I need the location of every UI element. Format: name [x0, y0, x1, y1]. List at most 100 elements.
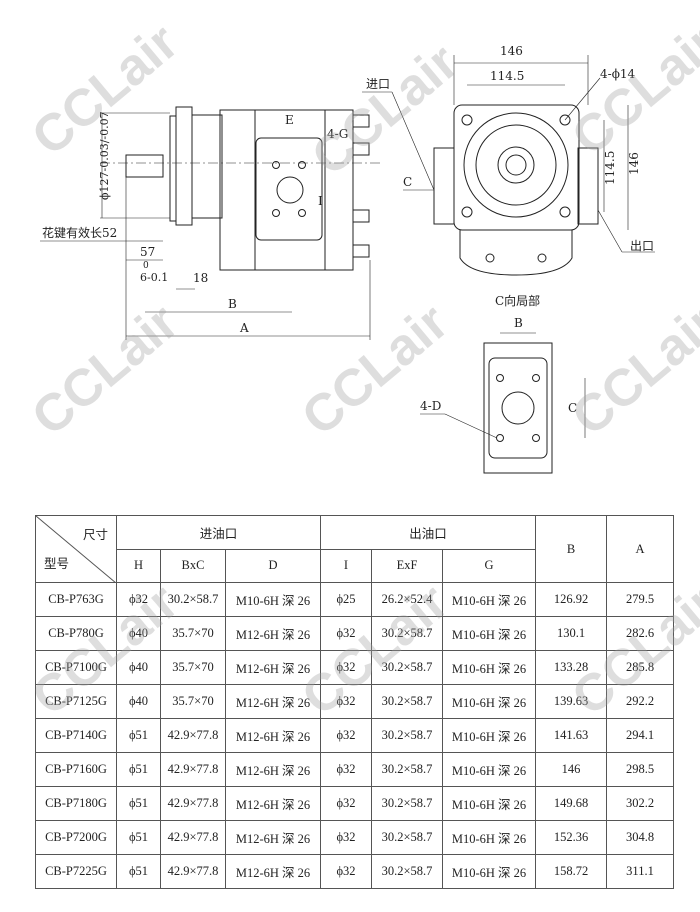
value-cell: 304.8 [606, 820, 674, 855]
dim-146-side: 146 [627, 152, 641, 175]
shaft [125, 154, 164, 178]
value-cell: M12-6H 深 26 [225, 616, 321, 651]
value-cell: 311.1 [606, 854, 674, 889]
value-cell: 139.63 [535, 684, 607, 719]
value-cell: ϕ51 [116, 820, 161, 855]
value-cell: M12-6H 深 26 [225, 786, 321, 821]
value-cell: 158.72 [535, 854, 607, 889]
value-cell: 30.2×58.7 [371, 820, 443, 855]
model-cell: CB-P7225G [35, 854, 117, 889]
value-cell: 152.36 [535, 820, 607, 855]
model-cell: CB-P7160G [35, 752, 117, 787]
detail-label-B: B [514, 316, 523, 330]
spline-length-label: 花键有效长52 [42, 225, 117, 240]
value-cell: 30.2×58.7 [371, 650, 443, 685]
value-cell: 298.5 [606, 752, 674, 787]
header-inlet: 进油口 [116, 515, 321, 550]
value-cell: 130.1 [535, 616, 607, 651]
value-cell: ϕ32 [320, 752, 372, 787]
value-cell: M12-6H 深 26 [225, 650, 321, 685]
value-cell: ϕ32 [320, 786, 372, 821]
model-cell: CB-P763G [35, 582, 117, 617]
value-cell: 302.2 [606, 786, 674, 821]
value-cell: 146 [535, 752, 607, 787]
front-flange [453, 104, 580, 231]
value-cell: 42.9×77.8 [160, 820, 226, 855]
header-A: A [606, 515, 674, 583]
value-cell: ϕ32 [320, 718, 372, 753]
detail-label-C: C [568, 401, 577, 415]
value-cell: 30.2×58.7 [371, 616, 443, 651]
spec-table: 尺寸 型号 进油口 出油口 B A H BxC D I ExF G CB-P76… [35, 515, 674, 889]
model-cell: CB-P7200G [35, 820, 117, 855]
flange [175, 106, 193, 226]
value-cell: ϕ40 [116, 684, 161, 719]
header-outlet: 出油口 [320, 515, 536, 550]
dim-114-5-side: 114.5 [603, 151, 617, 185]
port-circle [276, 176, 304, 204]
value-cell: M12-6H 深 26 [225, 684, 321, 719]
header-G: G [442, 548, 536, 583]
value-cell: 26.2×52.4 [371, 582, 443, 617]
model-cell: CB-P7100G [35, 650, 117, 685]
value-cell: 30.2×58.7 [371, 854, 443, 889]
detail-label-4D: 4-D [420, 399, 441, 413]
dim-A: A [239, 321, 249, 335]
dim-146-top: 146 [500, 44, 523, 58]
value-cell: M12-6H 深 26 [225, 820, 321, 855]
label-4G: 4-G [327, 127, 348, 141]
header-B: B [535, 515, 607, 583]
value-cell: 42.9×77.8 [160, 718, 226, 753]
spline-shaft [497, 146, 535, 184]
model-cell: CB-P780G [35, 616, 117, 651]
header-D: D [225, 548, 321, 583]
value-cell: 30.2×58.7 [371, 786, 443, 821]
outlet-label: 出口 [630, 239, 654, 253]
model-cell: CB-P7140G [35, 718, 117, 753]
header-I: I [320, 548, 372, 583]
value-cell: 30.2×58.7 [371, 718, 443, 753]
value-cell: 292.2 [606, 684, 674, 719]
value-cell: 279.5 [606, 582, 674, 617]
value-cell: ϕ32 [320, 616, 372, 651]
detail-title: C向局部 [495, 293, 540, 308]
corner-label-size: 尺寸 [82, 528, 108, 542]
value-cell: 141.63 [535, 718, 607, 753]
side-view: ϕ127-0.03/-0.07 花键有效长52 57 0 6-0.1 18 B … [40, 106, 380, 340]
value-cell: M10-6H 深 26 [442, 854, 536, 889]
value-cell: ϕ32 [320, 820, 372, 855]
value-cell: 30.2×58.7 [160, 582, 226, 617]
value-cell: M12-6H 深 26 [225, 718, 321, 753]
pump-body [219, 109, 354, 271]
value-cell: 133.28 [535, 650, 607, 685]
value-cell: ϕ32 [320, 650, 372, 685]
table-corner: 尺寸 型号 [35, 515, 117, 583]
value-cell: 30.2×58.7 [371, 684, 443, 719]
dim-6-upper: 0 [143, 261, 149, 271]
detail-body [483, 342, 553, 474]
value-cell: 35.7×70 [160, 684, 226, 719]
value-cell: M12-6H 深 26 [225, 752, 321, 787]
value-cell: ϕ32 [116, 582, 161, 617]
value-cell: M10-6H 深 26 [442, 752, 536, 787]
value-cell: ϕ51 [116, 786, 161, 821]
value-cell: 149.68 [535, 786, 607, 821]
value-cell: ϕ32 [320, 684, 372, 719]
value-cell: 126.92 [535, 582, 607, 617]
value-cell: M10-6H 深 26 [442, 820, 536, 855]
value-cell: 282.6 [606, 616, 674, 651]
model-cell: CB-P7180G [35, 786, 117, 821]
dim-6: 6-0.1 [140, 271, 168, 284]
dim-diameter: ϕ127-0.03/-0.07 [98, 111, 111, 200]
value-cell: 294.1 [606, 718, 674, 753]
value-cell: M12-6H 深 26 [225, 854, 321, 889]
value-cell: M10-6H 深 26 [225, 582, 321, 617]
corner-label-model: 型号 [44, 557, 70, 571]
inlet-port-plate [255, 137, 323, 241]
value-cell: 30.2×58.7 [371, 752, 443, 787]
